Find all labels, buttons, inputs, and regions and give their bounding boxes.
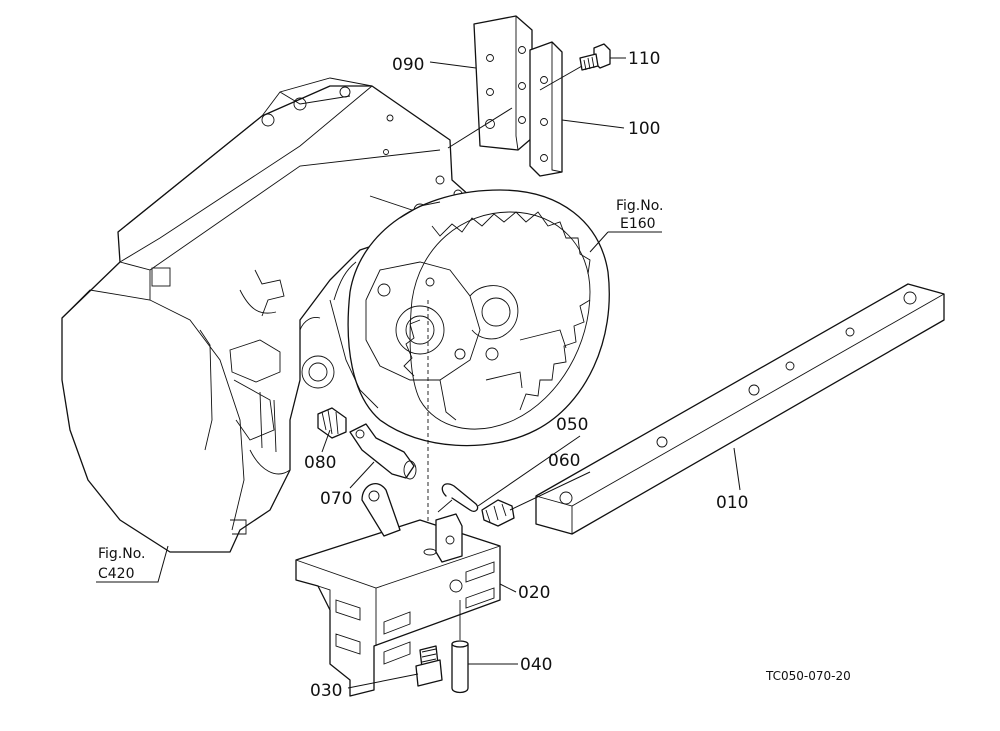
part-100-plate [529, 41, 563, 177]
part-label-070: 070 [320, 489, 352, 509]
part-110-bolt [579, 43, 611, 71]
part-label-040: 040 [520, 655, 552, 675]
part-050-clip [437, 483, 479, 513]
ref-e160-line1: Fig.No. [616, 198, 664, 214]
ref-e160-line2: E160 [620, 216, 656, 232]
part-060-fitting [481, 499, 515, 527]
ref-c420-line1: Fig.No. [98, 546, 146, 562]
part-090-bracket [473, 15, 533, 151]
part-030-bolt [415, 645, 443, 687]
part-label-030: 030 [310, 681, 342, 701]
part-label-050: 050 [556, 415, 588, 435]
figure-references: Fig.No. E160 Fig.No. C420 [98, 198, 664, 582]
leader-lines [96, 57, 741, 689]
part-080-fitting [317, 407, 347, 439]
part-label-010: 010 [716, 493, 748, 513]
drawing-code: TC050-070-20 [765, 669, 851, 683]
clutch-housing [329, 189, 610, 447]
part-label-080: 080 [304, 453, 336, 473]
part-label-020: 020 [518, 583, 550, 603]
part-label-090: 090 [392, 55, 424, 75]
part-label-110: 110 [628, 49, 660, 69]
part-040-pin [451, 600, 469, 694]
ref-c420-line2: C420 [98, 566, 135, 582]
transmission-housing [61, 77, 471, 553]
part-label-060: 060 [548, 451, 580, 471]
part-020-mount [295, 483, 501, 697]
part-labels: 090 110 100 010 050 060 080 070 020 040 … [304, 49, 748, 701]
part-010-bar [535, 283, 945, 535]
part-070-switch [349, 423, 417, 480]
part-label-100: 100 [628, 119, 660, 139]
